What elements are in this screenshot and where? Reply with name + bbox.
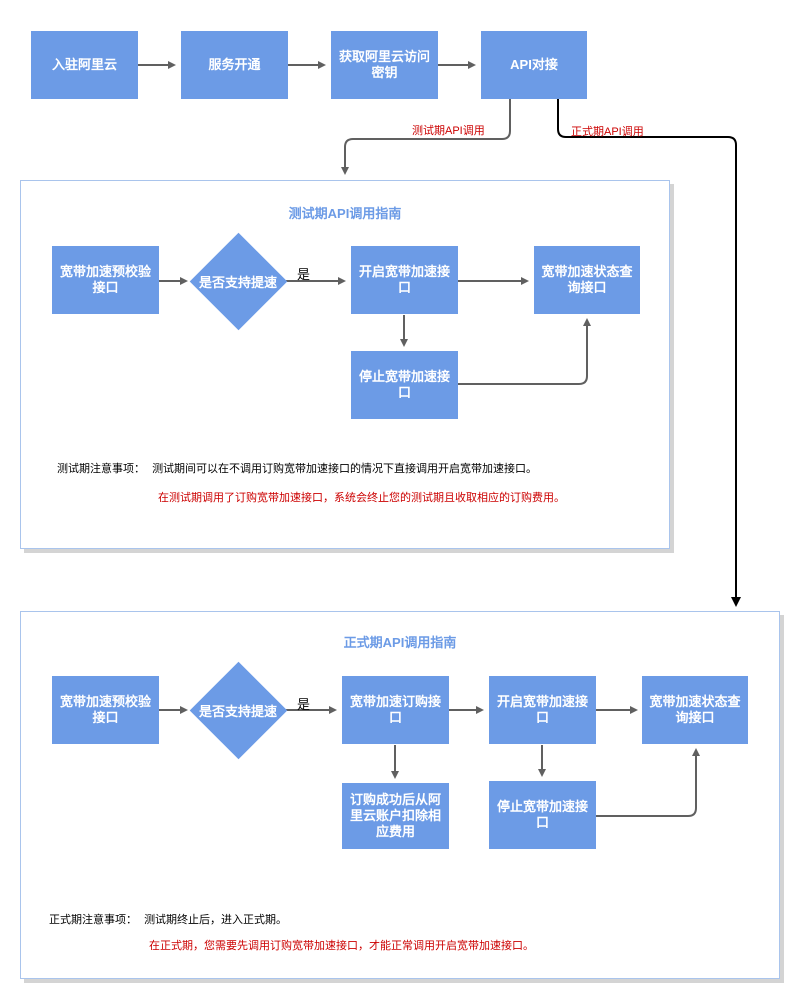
trial-decision: 是否支持提速 (189, 232, 287, 330)
trial-panel: 测试期API调用指南 (20, 180, 670, 549)
formal-node-open: 开启宽带加速接口 (489, 676, 596, 744)
formal-panel: 正式期API调用指南 (20, 611, 780, 979)
label-trial-api-call: 测试期API调用 (412, 125, 485, 137)
trial-node-query: 宽带加速状态查询接口 (534, 246, 640, 314)
node-api-integration: API对接 (481, 31, 587, 99)
trial-node-stop: 停止宽带加速接口 (351, 351, 458, 419)
formal-warning: 在正式期，您需要先调用订购宽带加速接口，才能正常调用开启宽带加速接口。 (149, 940, 534, 952)
formal-decision-label: 是否支持提速 (198, 703, 277, 719)
trial-note-text: 测试期间可以在不调用订购宽带加速接口的情况下直接调用开启宽带加速接口。 (152, 463, 538, 475)
formal-yes-label: 是 (297, 697, 311, 712)
arrow-trial-path (341, 99, 511, 175)
node-join-aliyun: 入驻阿里云 (31, 31, 138, 99)
formal-node-precheck: 宽带加速预校验接口 (52, 676, 159, 744)
formal-note-label: 正式期注意事项： (49, 914, 137, 926)
arrow-formal-path (557, 99, 741, 607)
trial-note-label: 测试期注意事项： (57, 463, 145, 475)
formal-note-text: 测试期终止后，进入正式期。 (144, 914, 288, 926)
formal-node-query: 宽带加速状态查询接口 (642, 676, 748, 744)
trial-arrow-stop-query (458, 318, 591, 385)
trial-warning: 在测试期调用了订购宽带加速接口，系统会终止您的测试期且收取相应的订购费用。 (158, 492, 565, 504)
formal-panel-title: 正式期API调用指南 (343, 635, 457, 650)
formal-arrow-stop-query (596, 748, 700, 817)
trial-note: 测试期注意事项： 测试期间可以在不调用订购宽带加速接口的情况下直接调用开启宽带加… (57, 460, 537, 476)
label-formal-api-call: 正式期API调用 (571, 126, 644, 138)
trial-panel-title: 测试期API调用指南 (288, 206, 402, 221)
trial-decision-label: 是否支持提速 (198, 274, 277, 290)
trial-yes-label: 是 (297, 267, 311, 282)
formal-node-order: 宽带加速订购接口 (342, 676, 449, 744)
node-get-access-key: 获取阿里云访问密钥 (331, 31, 438, 99)
node-service-activation: 服务开通 (181, 31, 288, 99)
formal-node-stop: 停止宽带加速接口 (489, 781, 596, 849)
formal-node-deduct: 订购成功后从阿里云账户扣除相应费用 (342, 783, 449, 849)
trial-node-open: 开启宽带加速接口 (351, 246, 458, 314)
trial-node-precheck: 宽带加速预校验接口 (52, 246, 159, 314)
formal-decision: 是否支持提速 (189, 661, 287, 759)
formal-note: 正式期注意事项： 测试期终止后，进入正式期。 (49, 911, 287, 927)
